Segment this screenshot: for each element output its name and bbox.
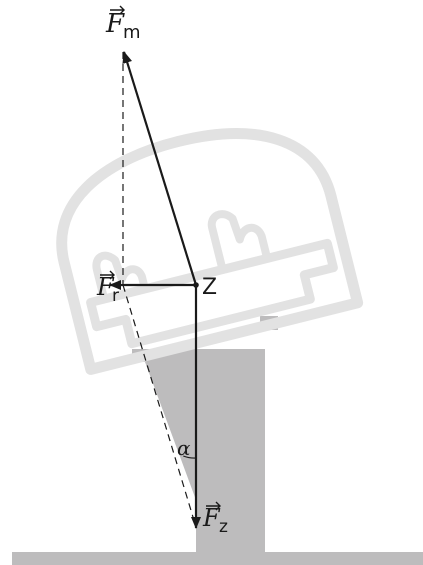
label-angle-alpha: α	[177, 436, 191, 460]
label-fr-vector-arrow	[100, 270, 115, 280]
label-fm: F m	[105, 5, 141, 43]
label-fr-subscript: r	[112, 286, 119, 306]
angle-arc	[183, 455, 197, 459]
label-fz: F z	[202, 501, 228, 537]
label-center-z: Z	[202, 275, 217, 300]
cabin-shell	[56, 128, 364, 375]
label-fz-symbol: F	[202, 504, 221, 532]
label-fm-symbol: F	[105, 9, 125, 39]
label-fm-subscript: m	[123, 22, 141, 43]
support-pillar	[132, 349, 265, 553]
ground-bar	[12, 552, 423, 565]
label-fr: F r	[96, 270, 119, 306]
tilted-cabin	[56, 128, 364, 375]
cabin-floor	[86, 238, 338, 349]
seat-left	[92, 251, 149, 301]
label-fz-vector-arrow	[206, 501, 221, 511]
label-fr-symbol: F	[96, 273, 115, 301]
dashed-diagonal-line	[122, 284, 197, 528]
seat-right	[207, 210, 272, 271]
center-point	[193, 282, 199, 288]
label-fm-vector-arrow	[110, 5, 125, 15]
label-fz-subscript: z	[219, 517, 228, 537]
vector-fm	[122, 51, 198, 286]
